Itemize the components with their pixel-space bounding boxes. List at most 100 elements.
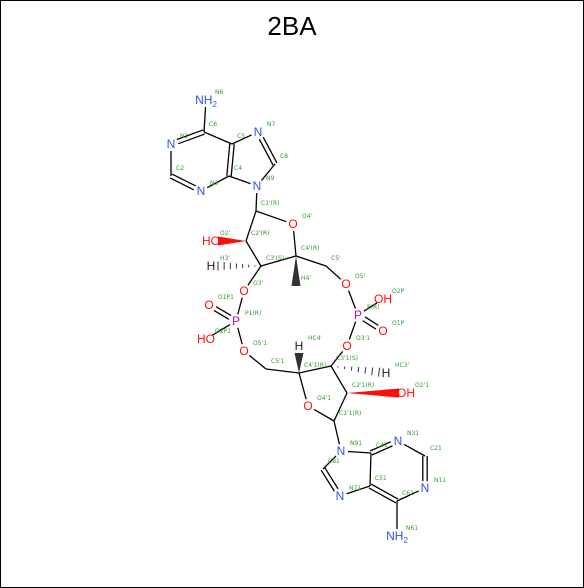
bond-2 — [203, 131, 233, 145]
bond-17 — [295, 255, 327, 267]
atom-label-N1: N1 — [180, 133, 188, 140]
atom-H3p: H — [207, 259, 216, 273]
bond-11 — [255, 192, 258, 212]
atom-label-O5p1: O5'1 — [253, 340, 267, 347]
bond-38-b — [369, 441, 391, 452]
bond-16 — [293, 230, 297, 257]
atom-N91: N — [337, 444, 346, 458]
bond-29 — [265, 368, 300, 374]
bond-44 — [346, 485, 371, 495]
atom-label-C3p1: C3'1(S) — [336, 355, 358, 362]
atom-N1: N — [167, 137, 176, 151]
atom-label-C3p: C3'(S) — [266, 255, 284, 262]
atom-label-O2P1: O2P1 — [215, 328, 231, 335]
atom-O2p: HO — [202, 234, 220, 248]
atom-O1P1: O — [204, 298, 213, 312]
hash-bond-52-4 — [357, 366, 360, 373]
atom-N6: NH2 — [195, 93, 217, 109]
atom-label-C21: C21 — [430, 445, 442, 452]
atom-label-C81: C81 — [328, 458, 340, 465]
bond-23 — [247, 265, 262, 286]
atom-label-O3p: O3' — [253, 280, 264, 287]
bond-13 — [245, 210, 257, 242]
bond-layer — [169, 106, 428, 529]
bond-45-b — [320, 469, 335, 492]
atom-N61: NH2 — [386, 529, 408, 545]
atom-P1: P — [232, 314, 240, 328]
bond-39 — [403, 443, 426, 457]
atom-N7: N — [254, 125, 263, 139]
atom-label-N7: N7 — [267, 121, 275, 128]
atom-label-O1P: O1P — [392, 320, 405, 327]
bond-7 — [231, 134, 252, 145]
atom-N11: N — [421, 481, 430, 495]
bond-43 — [369, 452, 372, 487]
bond-21-a — [362, 320, 377, 330]
atom-label-N11: N11 — [434, 477, 446, 484]
atom-label-C5p: C5' — [331, 255, 341, 262]
bond-34 — [313, 408, 335, 422]
bond-35 — [298, 372, 307, 400]
atom-O2P1: HO — [197, 332, 215, 346]
bond-5 — [206, 175, 230, 189]
bond-42-b — [368, 487, 397, 504]
atom-label-C1p: C1'(R) — [261, 200, 280, 207]
bond-9 — [260, 163, 276, 181]
bond-4-a — [169, 177, 195, 191]
bond-14 — [245, 240, 262, 267]
bond-1-b — [178, 133, 205, 145]
atom-label-P1: P1(R) — [245, 310, 261, 317]
atom-label-C1p1: C1'1(R) — [339, 410, 361, 417]
atom-HC3p: H — [382, 366, 391, 380]
atom-HC4p: H — [295, 339, 304, 353]
bond-0 — [203, 106, 207, 133]
bond-6-b — [226, 143, 231, 176]
atom-label-N3: N3 — [210, 180, 218, 187]
atom-O5p1: O — [239, 344, 248, 358]
bond-10 — [228, 175, 251, 185]
atom-label-O4p: O4' — [302, 213, 313, 220]
atom-label-H4p: H4' — [301, 275, 311, 282]
bond-24 — [237, 297, 243, 315]
bond-8-b — [262, 136, 278, 164]
bond-19 — [347, 290, 357, 309]
bond-20 — [363, 302, 378, 312]
atom-label-C5: C5 — [237, 133, 245, 140]
wedge-bond-53 — [347, 388, 399, 398]
atom-label-O2p: O2' — [220, 230, 231, 237]
atom-label-O3p1: O3'1 — [356, 335, 370, 342]
atom-label-O5p: O5' — [355, 273, 366, 280]
wedge-bond-50 — [291, 256, 301, 286]
atom-O1P: O — [378, 324, 387, 338]
atom-label-P: P(R) — [367, 304, 379, 311]
bond-32 — [330, 365, 348, 394]
atom-label-O1P1: O1P1 — [218, 294, 234, 301]
atom-O4p: O — [288, 217, 297, 231]
atom-label-C8: C8 — [280, 153, 288, 160]
bond-27 — [237, 327, 243, 345]
wedge-bond-48 — [218, 236, 246, 246]
atom-O5p: O — [341, 277, 350, 291]
atom-label-H3p: H3' — [220, 255, 230, 262]
atom-label-N9: N9 — [266, 175, 274, 182]
bond-18 — [325, 265, 342, 280]
bond-12 — [255, 210, 287, 223]
atom-label-O2P: O2P — [392, 288, 405, 295]
atom-label-C2p1: C2'1(R) — [352, 382, 374, 389]
atom-label-O2p1: O2'1 — [415, 382, 429, 389]
atom-N31: N — [394, 434, 403, 448]
bond-36 — [333, 420, 341, 445]
atom-N71: N — [336, 489, 345, 503]
atom-O2p1: OH — [397, 386, 415, 400]
hash-bond-52-6 — [371, 367, 374, 376]
bond-31 — [330, 351, 344, 367]
atom-label-C4p: C4'(R) — [301, 245, 320, 252]
bond-41 — [396, 490, 419, 502]
bond-38-a — [371, 445, 393, 456]
bond-37 — [347, 450, 372, 454]
bond-22 — [348, 321, 357, 340]
bond-26 — [211, 324, 231, 336]
atom-label-C41: C41 — [376, 442, 388, 449]
